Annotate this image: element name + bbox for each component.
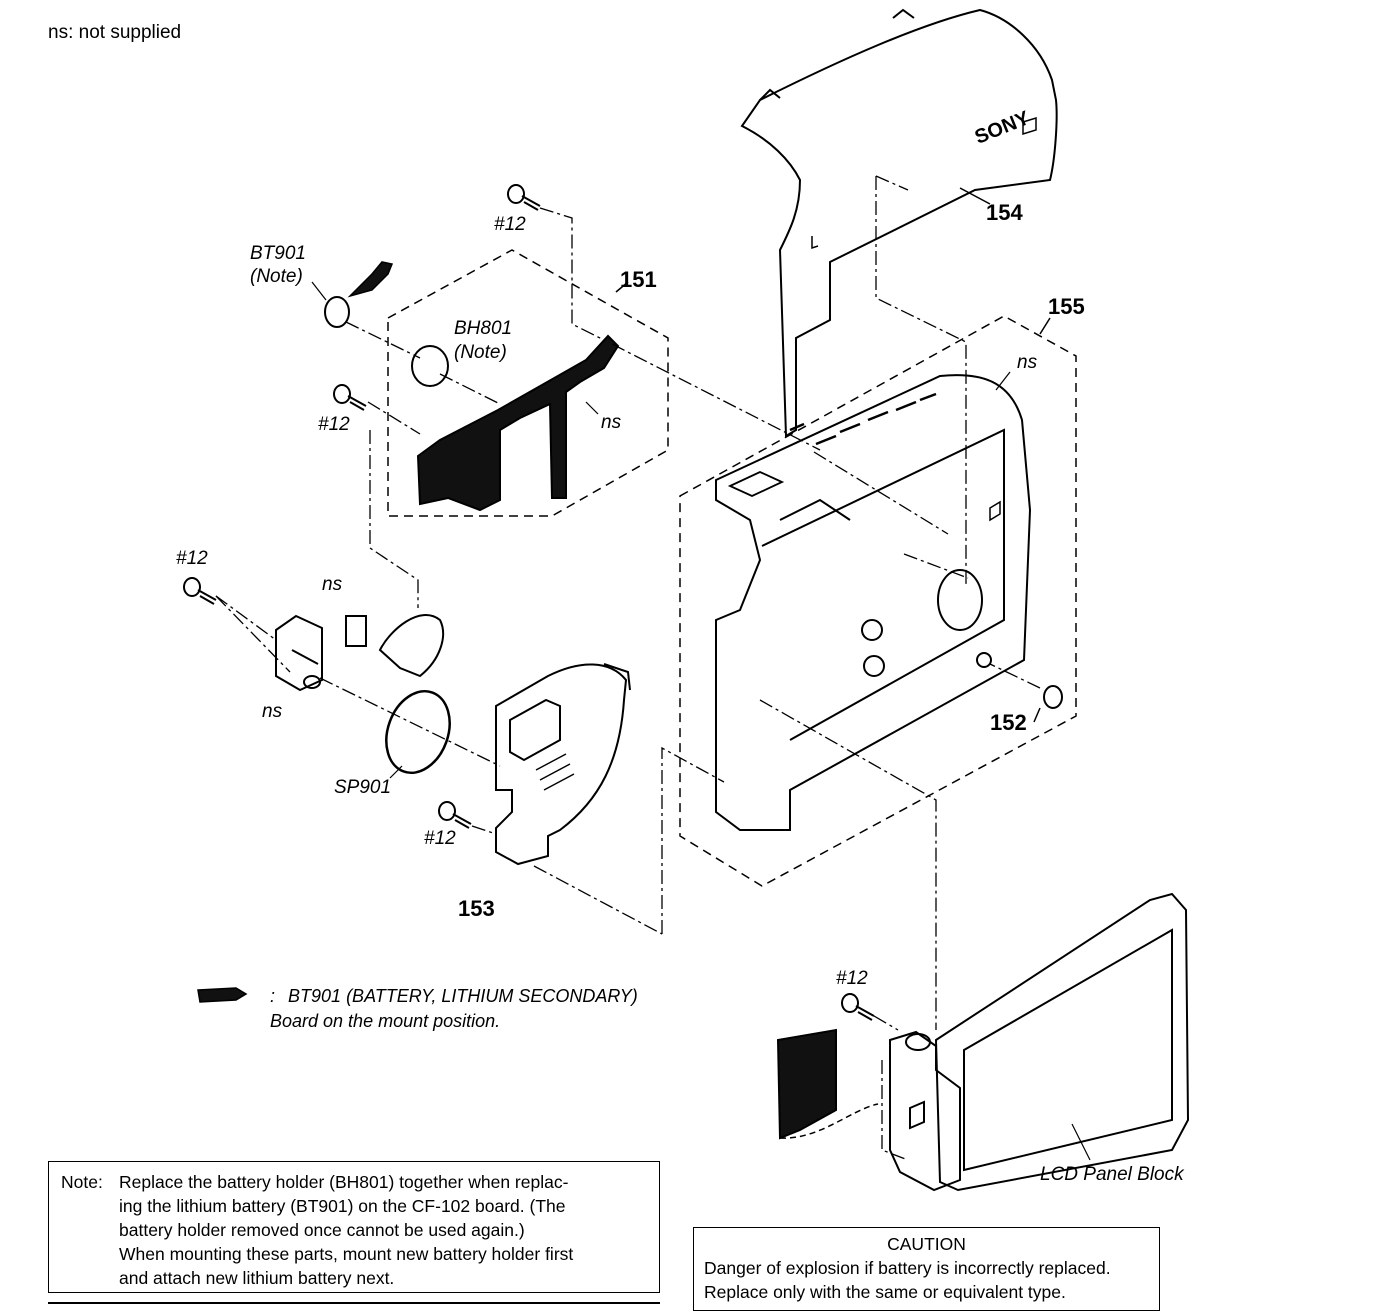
lcd-panel-block bbox=[889, 892, 1190, 1192]
screw-bracket bbox=[438, 801, 472, 829]
caution-line-2: Replace only with the same or equivalent… bbox=[704, 1282, 1066, 1302]
screw-board-label: #12 bbox=[318, 414, 350, 435]
note-line-5: and attach new lithium battery next. bbox=[119, 1268, 395, 1288]
battery-holder-bh801 bbox=[411, 345, 449, 387]
battery-legend: : BT901 (BATTERY, LITHIUM SECONDARY) Boa… bbox=[270, 984, 638, 1034]
sp901-label: SP901 bbox=[334, 777, 391, 798]
cabinet-body bbox=[715, 374, 1032, 831]
part-number-153: 153 bbox=[458, 896, 495, 921]
board-group-outline bbox=[387, 249, 669, 517]
note-line-1: Replace the battery holder (BH801) toget… bbox=[119, 1172, 569, 1192]
ns-label-speaker-top: ns bbox=[322, 574, 343, 595]
screw-lcd bbox=[841, 993, 875, 1021]
speaker-pad bbox=[345, 615, 367, 647]
caution-title: CAUTION bbox=[887, 1234, 966, 1254]
screw-bracket-label: #12 bbox=[424, 828, 456, 849]
speaker-sp901 bbox=[385, 689, 451, 775]
caution-box: CAUTION Danger of explosion if battery i… bbox=[693, 1227, 1160, 1311]
legend-hand-icon bbox=[197, 987, 248, 1003]
caution-line-1: Danger of explosion if battery is incorr… bbox=[704, 1258, 1111, 1278]
bt901-label: BT901 bbox=[250, 243, 306, 264]
note-text: Replace the battery holder (BH801) toget… bbox=[119, 1170, 649, 1290]
part-number-155: 155 bbox=[1048, 294, 1085, 319]
ns-label-speaker-bottom: ns bbox=[262, 701, 283, 722]
bottom-rule bbox=[48, 1302, 660, 1304]
screw-top bbox=[507, 184, 541, 211]
note-line-2: ing the lithium battery (BT901) on the C… bbox=[119, 1196, 566, 1216]
part-number-152: 152 bbox=[990, 710, 1027, 735]
ns-label-cabinet: ns bbox=[1017, 352, 1038, 373]
brand-logo: SONY bbox=[972, 107, 1033, 149]
screw-board bbox=[333, 384, 367, 411]
ns-label-board: ns bbox=[601, 412, 622, 433]
screw-lcd-label: #12 bbox=[836, 968, 868, 989]
cap-152 bbox=[1043, 685, 1063, 709]
speaker-wire bbox=[378, 614, 445, 678]
ns-legend: ns: not supplied bbox=[48, 22, 182, 43]
bh801-note-label: (Note) bbox=[454, 342, 507, 363]
note-head: Note: bbox=[61, 1172, 103, 1192]
assembly-guide-lines bbox=[215, 175, 1041, 1161]
screw-top-label: #12 bbox=[494, 214, 526, 235]
screw-speaker bbox=[183, 577, 217, 605]
note-line-4: When mounting these parts, mount new bat… bbox=[119, 1244, 574, 1264]
screw-speaker-label: #12 bbox=[176, 548, 208, 569]
bt901-note-label: (Note) bbox=[250, 266, 303, 287]
part-number-154: 154 bbox=[986, 200, 1023, 225]
lcd-panel-label: LCD Panel Block bbox=[1040, 1164, 1185, 1185]
circuit-board-cf102 bbox=[416, 334, 620, 512]
legend-line-1: BT901 (BATTERY, LITHIUM SECONDARY) bbox=[288, 986, 638, 1006]
note-box: Note: Replace the battery holder (BH801)… bbox=[48, 1161, 660, 1293]
cabinet-group-outline bbox=[679, 315, 1077, 887]
part-number-151: 151 bbox=[620, 267, 657, 292]
note-line-3: battery holder removed once cannot be us… bbox=[119, 1220, 525, 1240]
speaker-bracket bbox=[275, 614, 323, 692]
bh801-label: BH801 bbox=[454, 318, 512, 339]
bracket-153 bbox=[495, 663, 631, 866]
legend-separator: : bbox=[270, 986, 276, 1006]
flex-cable bbox=[776, 1028, 837, 1140]
legend-line-2: Board on the mount position. bbox=[270, 1011, 501, 1031]
top-cover-154 bbox=[740, 8, 1058, 438]
battery-bt901 bbox=[324, 296, 350, 328]
pointing-hand-icon bbox=[347, 261, 394, 298]
